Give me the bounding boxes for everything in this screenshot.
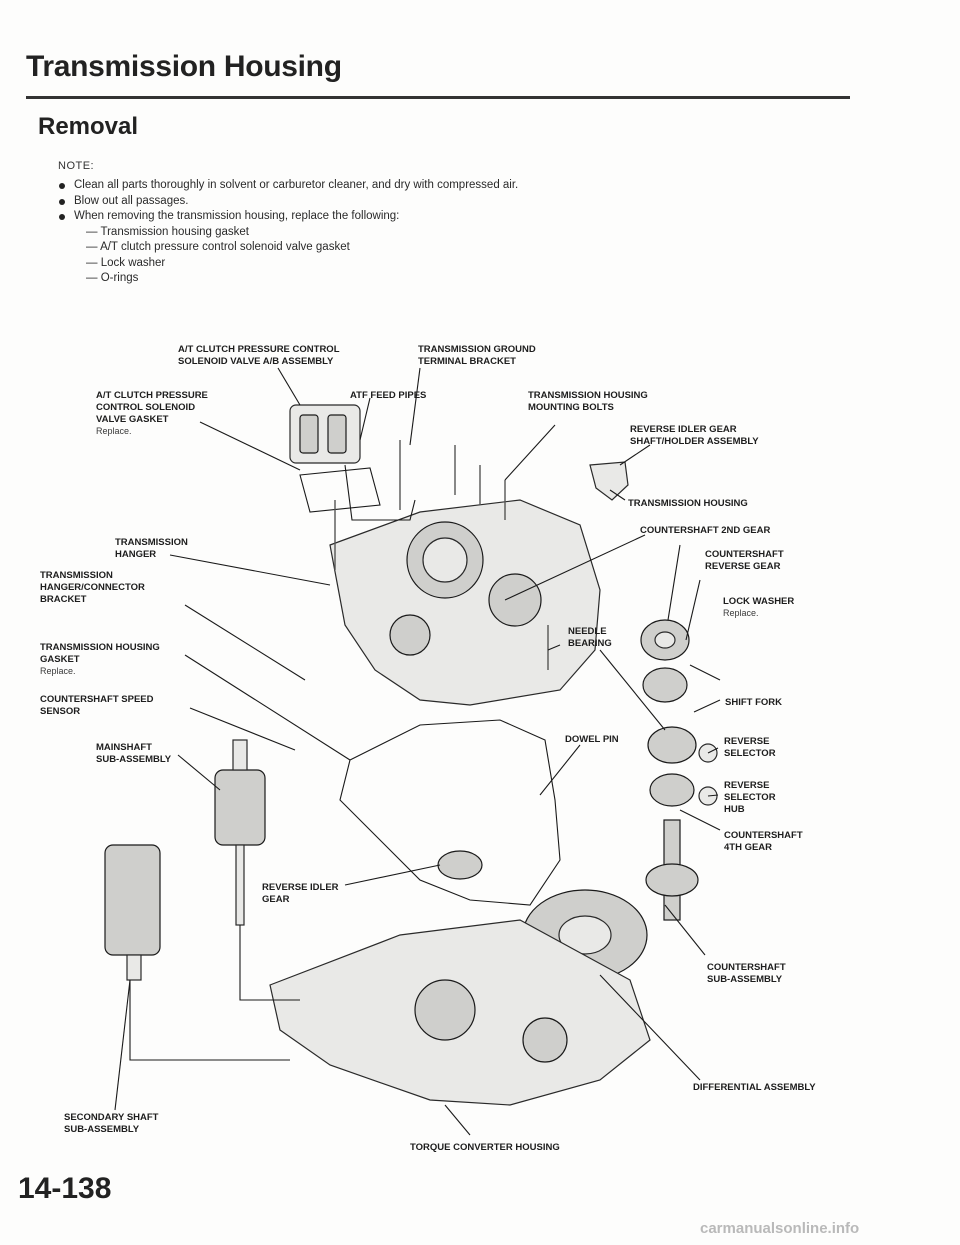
- label-mainshaft: SUB-ASSEMBLY: [96, 754, 172, 765]
- label-countershaft-4th-gear: 4TH GEAR: [724, 842, 772, 853]
- mainshaft-shaft-shape: [235, 844, 245, 926]
- label-countershaft-sub-assembly: SUB-ASSEMBLY: [707, 974, 783, 985]
- page-title: Transmission Housing: [26, 50, 342, 83]
- label-valve-gasket: A/T CLUTCH PRESSURE: [96, 390, 208, 401]
- solenoid-coil-shape: [299, 414, 319, 454]
- page-number: 14-138: [18, 1172, 112, 1205]
- differential-hub-shape: [558, 915, 612, 955]
- label-replace: Replace.: [96, 426, 132, 436]
- label-solenoid-assembly: A/T CLUTCH PRESSURE CONTROL: [178, 344, 340, 355]
- label-secondary-shaft: SECONDARY SHAFT: [64, 1112, 159, 1123]
- secondary-shaft-shape: [104, 844, 161, 956]
- label-housing-gasket: GASKET: [40, 654, 80, 665]
- section-title: Removal: [38, 113, 139, 140]
- label-mounting-bolts: MOUNTING BOLTS: [528, 402, 614, 413]
- solenoid-coil-shape: [327, 414, 347, 454]
- note-list: Clean all parts thoroughly in solvent or…: [58, 178, 778, 287]
- label-hanger-bracket: TRANSMISSION: [40, 570, 113, 581]
- countershaft-gear-hub-shape: [654, 631, 676, 649]
- label-speed-sensor: SENSOR: [40, 706, 80, 717]
- label-countershaft-sub-assembly: COUNTERSHAFT: [707, 962, 786, 973]
- reverse-idler-gear-shape: [437, 850, 483, 880]
- note-sub-item: Transmission housing gasket: [58, 225, 778, 241]
- countershaft-gear-shape: [647, 726, 697, 764]
- label-torque-converter-housing: TORQUE CONVERTER HOUSING: [410, 1142, 560, 1153]
- label-housing-gasket: TRANSMISSION HOUSING: [40, 642, 160, 653]
- label-dowel-pin: DOWEL PIN: [565, 734, 619, 745]
- label-reverse-selector-hub: HUB: [724, 804, 745, 815]
- transmission-housing-shape: [329, 499, 601, 706]
- label-idler-shaft-holder: REVERSE IDLER GEAR: [630, 424, 737, 435]
- note-bullet: When removing the transmission housing, …: [58, 209, 778, 225]
- label-needle-bearing: NEEDLE: [568, 626, 607, 637]
- label-countershaft-reverse-gear: REVERSE GEAR: [705, 561, 781, 572]
- callout-labels: A/T CLUTCH PRESSURE CONTROL SOLENOID VAL…: [40, 344, 816, 1153]
- label-reverse-selector: REVERSE: [724, 736, 769, 747]
- mainshaft-shape: [214, 769, 266, 846]
- label-reverse-selector-hub: REVERSE: [724, 780, 769, 791]
- label-needle-bearing: BEARING: [568, 638, 612, 649]
- note-sub-item: O-rings: [58, 271, 778, 287]
- leader-lines: [114, 367, 721, 1136]
- note-sub-item: Lock washer: [58, 256, 778, 272]
- label-replace: Replace.: [40, 666, 76, 676]
- converter-housing-bore-shape: [414, 979, 476, 1041]
- atf-pipe-shape: [344, 464, 416, 521]
- label-mounting-bolts: TRANSMISSION HOUSING: [528, 390, 648, 401]
- note-bullet: Clean all parts thoroughly in solvent or…: [58, 178, 778, 194]
- housing-bore-shape: [488, 573, 542, 627]
- label-reverse-idler-gear: GEAR: [262, 894, 290, 905]
- label-replace: Replace.: [723, 608, 759, 618]
- label-idler-shaft-holder: SHAFT/HOLDER ASSEMBLY: [630, 436, 759, 447]
- countershaft-gear-shape: [642, 667, 688, 703]
- label-transmission-hanger: TRANSMISSION: [115, 537, 188, 548]
- secondary-shaft-end-shape: [126, 954, 142, 981]
- label-transmission-housing: TRANSMISSION HOUSING: [628, 498, 748, 509]
- label-countershaft-2nd-gear: COUNTERSHAFT 2ND GEAR: [640, 525, 771, 536]
- label-differential: DIFFERENTIAL ASSEMBLY: [693, 1082, 816, 1093]
- drawn-parts: [104, 404, 718, 1106]
- housing-bore-inner-shape: [422, 537, 468, 583]
- label-lock-washer: LOCK WASHER: [723, 596, 794, 607]
- label-reverse-idler-gear: REVERSE IDLER: [262, 882, 339, 893]
- label-reverse-selector-hub: SELECTOR: [724, 792, 776, 803]
- countershaft-4th-gear-shape: [645, 863, 699, 897]
- label-mainshaft: MAINSHAFT: [96, 742, 152, 753]
- label-valve-gasket: CONTROL SOLENOID: [96, 402, 195, 413]
- label-secondary-shaft: SUB-ASSEMBLY: [64, 1124, 140, 1135]
- mainshaft-end-shape: [232, 739, 248, 771]
- label-atf-feed-pipes: ATF FEED PIPES: [350, 390, 426, 401]
- label-countershaft-reverse-gear: COUNTERSHAFT: [705, 549, 784, 560]
- watermark: carmanualsonline.info: [700, 1220, 860, 1237]
- note-heading: NOTE:: [58, 160, 95, 172]
- note-sub-item: A/T clutch pressure control solenoid val…: [58, 240, 778, 256]
- note-bullet: Blow out all passages.: [58, 194, 778, 210]
- label-speed-sensor: COUNTERSHAFT SPEED: [40, 694, 154, 705]
- label-solenoid-assembly: SOLENOID VALVE A/B ASSEMBLY: [178, 356, 334, 367]
- housing-gasket-shape: [339, 719, 561, 906]
- label-transmission-hanger: HANGER: [115, 549, 156, 560]
- idler-holder-shape: [589, 461, 629, 501]
- countershaft-gear-shape: [649, 773, 695, 807]
- label-hanger-bracket: BRACKET: [40, 594, 87, 605]
- label-valve-gasket: VALVE GASKET: [96, 414, 169, 425]
- label-ground-bracket: TRANSMISSION GROUND: [418, 344, 536, 355]
- label-shift-fork: SHIFT FORK: [725, 697, 782, 708]
- label-countershaft-4th-gear: COUNTERSHAFT: [724, 830, 803, 841]
- converter-housing-bore-shape: [522, 1017, 568, 1063]
- housing-bore-shape: [389, 614, 431, 656]
- label-hanger-bracket: HANGER/CONNECTOR: [40, 582, 145, 593]
- label-ground-bracket: TERMINAL BRACKET: [418, 356, 516, 367]
- valve-gasket-shape: [299, 467, 381, 513]
- title-divider: [26, 96, 850, 99]
- label-reverse-selector: SELECTOR: [724, 748, 776, 759]
